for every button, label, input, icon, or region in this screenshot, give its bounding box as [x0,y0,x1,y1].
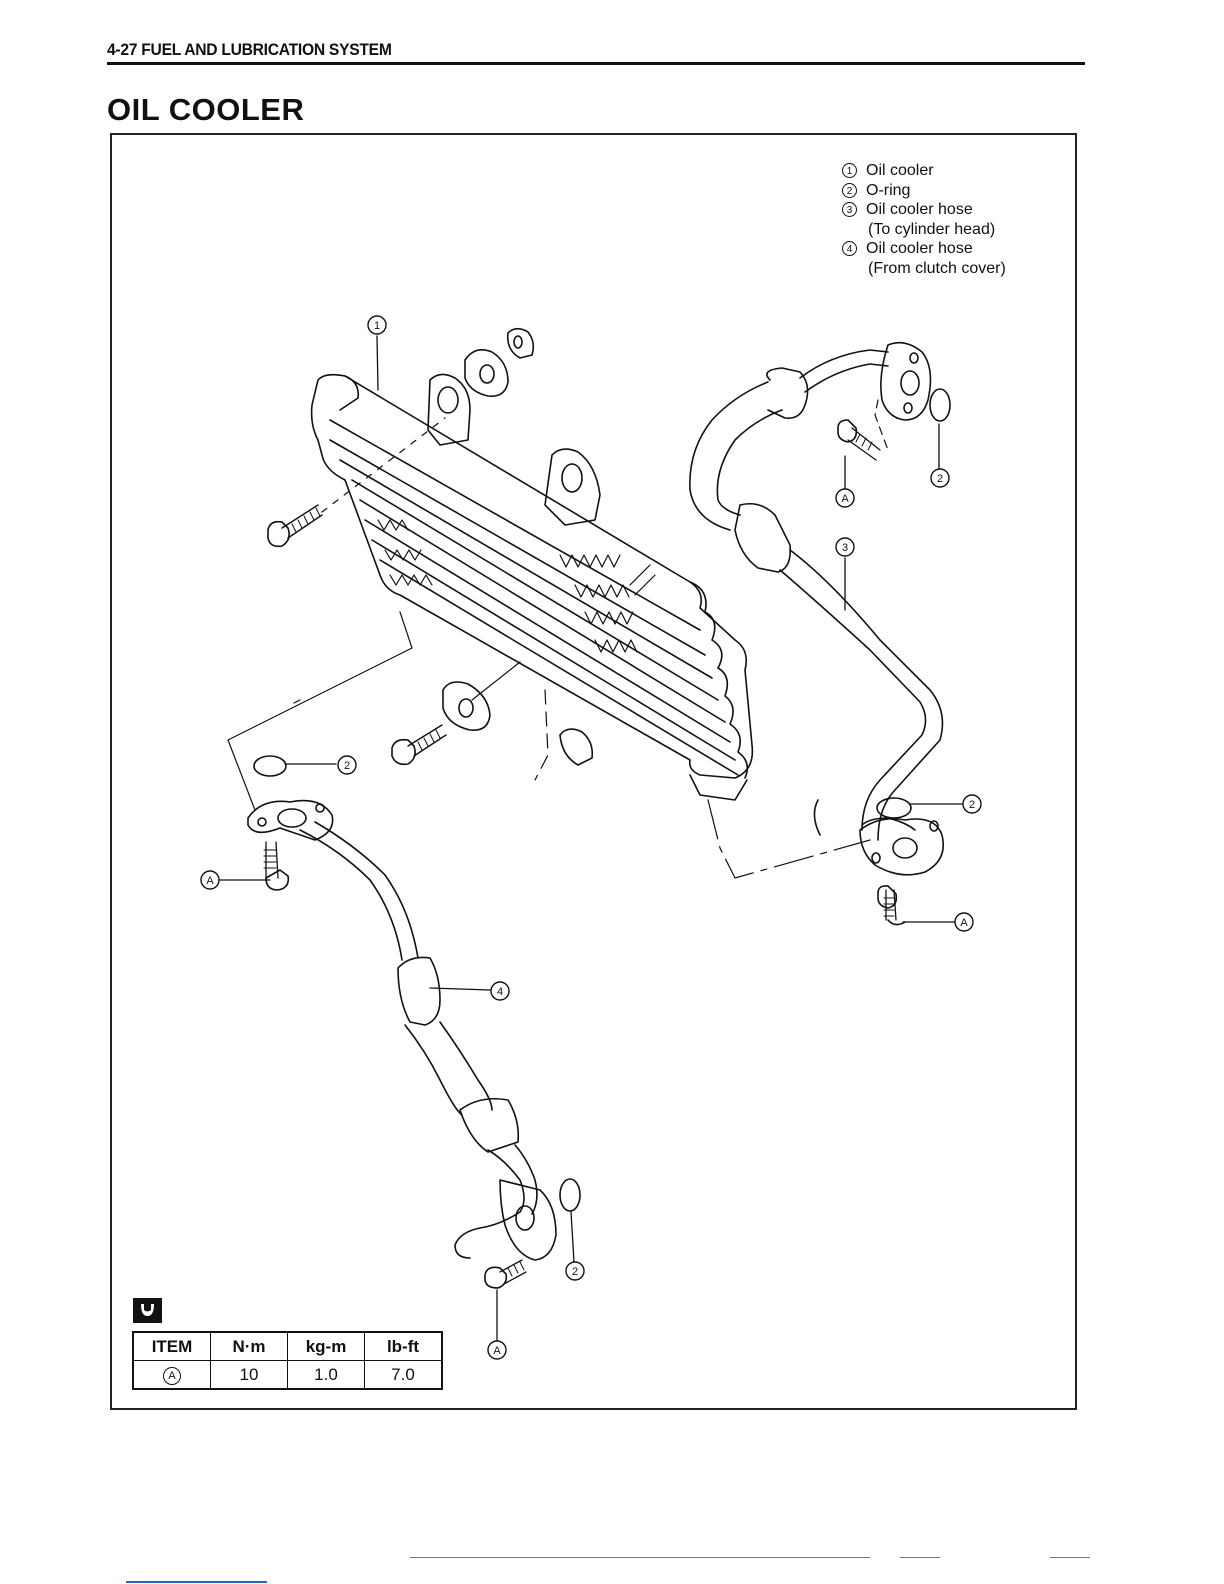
col-nm: N·m [211,1332,288,1361]
mounting-bolt [268,505,446,764]
item-bubble: A [163,1367,181,1385]
callout-2: 2 [937,473,943,485]
col-lbft: lb-ft [365,1332,443,1361]
callout-bolt: A [960,917,968,929]
footer-rule [900,1557,940,1558]
cell-lbft: 7.0 [365,1361,443,1390]
hose-bolt [264,842,526,1288]
col-item: ITEM [133,1332,211,1361]
torque-table: ITEM N·m kg-m lb-ft A 10 1.0 7.0 [132,1331,443,1390]
callout-2: 2 [344,760,350,772]
footer-accent-rule [126,1581,267,1583]
o-ring [930,389,950,421]
callout-bolt: A [206,875,214,887]
torque-table-header: ITEM N·m kg-m lb-ft [133,1332,442,1361]
oil-cooler-hose-to-head [690,343,943,840]
callout-bubbles [201,316,981,1359]
callout-2: 2 [572,1266,578,1278]
footer-rule [1050,1557,1090,1558]
o-ring [254,756,286,776]
hose-flange-left [248,801,333,840]
cell-nm: 10 [211,1361,288,1390]
o-ring [877,798,911,818]
cooler-mounting-bracket [428,374,600,525]
hose-flange-right [860,819,943,875]
callout-3: 3 [842,542,848,554]
oil-cooler-body [312,375,753,800]
cell-item: A [133,1361,211,1390]
torque-wrench-icon [132,1297,163,1324]
col-kgm: kg-m [288,1332,365,1361]
callout-bolt: A [841,493,849,505]
callout-4: 4 [497,986,503,998]
callout-1: 1 [374,320,380,332]
callout-bolt: A [493,1345,501,1357]
callout-labels: 1 3 2 A 2 2 A A 4 2 A [206,320,975,1357]
oil-cooler-hose-from-clutch [300,822,556,1260]
o-ring [560,1179,580,1211]
callout-leaders [220,336,962,1340]
callout-2: 2 [969,799,975,811]
table-row: A 10 1.0 7.0 [133,1361,442,1390]
footer-rule [410,1557,870,1558]
cell-kgm: 1.0 [288,1361,365,1390]
